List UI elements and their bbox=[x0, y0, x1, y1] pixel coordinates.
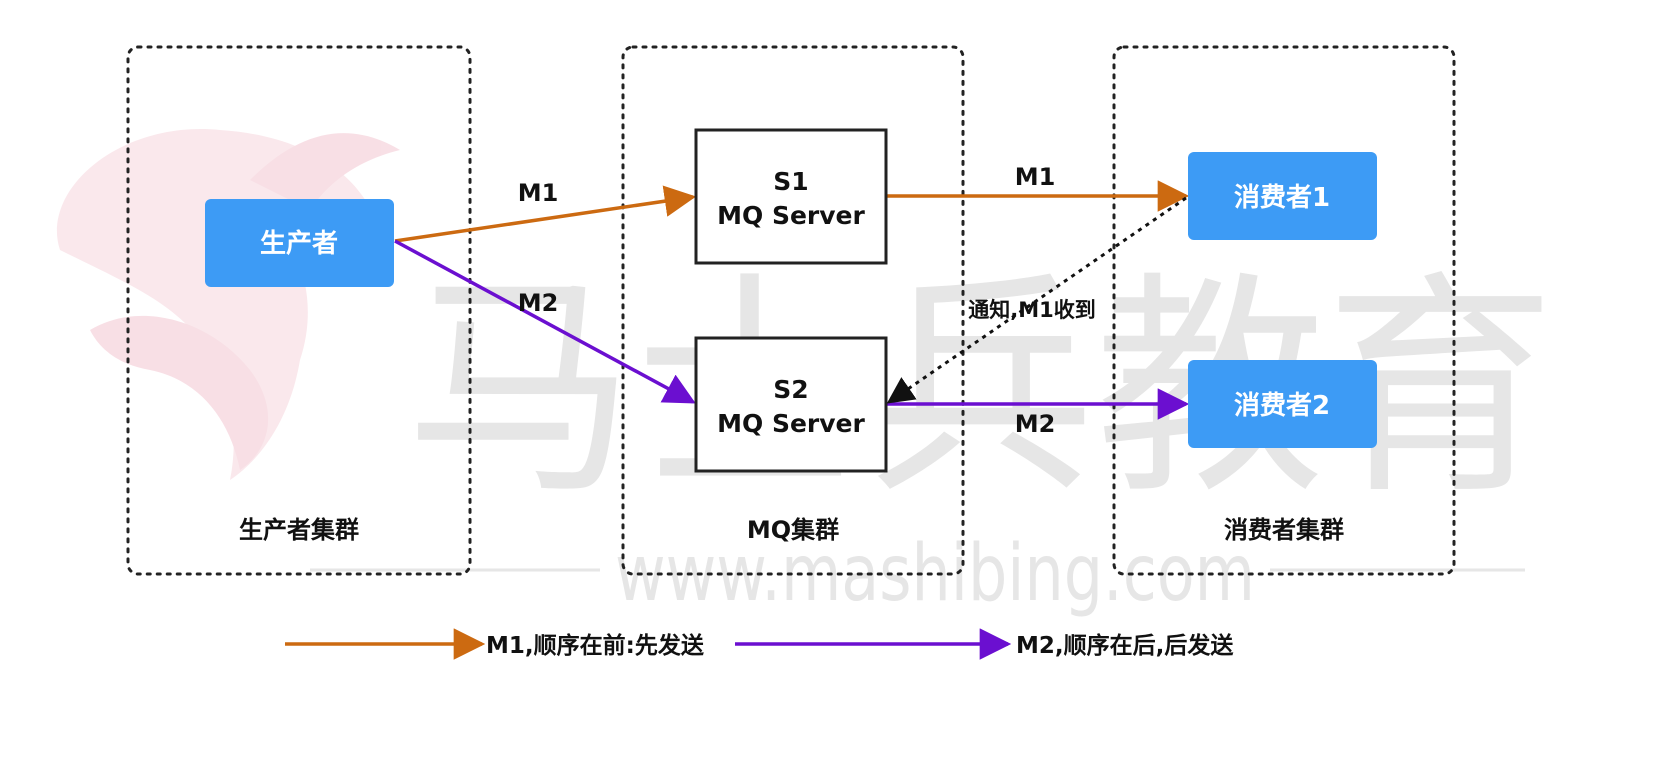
consumer-cluster-container bbox=[1112, 45, 1456, 576]
edge-producer-to-s2 bbox=[394, 239, 696, 404]
edge-label-s1-consumer1: M1 bbox=[1015, 163, 1056, 191]
s2-server-node bbox=[694, 336, 888, 473]
s1-name: S1 bbox=[773, 167, 808, 196]
s1-role: MQ Server bbox=[717, 201, 865, 230]
s1-server-node bbox=[694, 128, 888, 265]
consumer1-node-label: 消费者1 bbox=[1234, 183, 1330, 213]
edge-notify-consumer1-to-s2 bbox=[886, 196, 1187, 404]
producer-cluster-label: 生产者集群 bbox=[239, 516, 359, 544]
producer-node-label: 生产者 bbox=[260, 229, 338, 259]
consumer-cluster-label: 消费者集群 bbox=[1224, 516, 1344, 544]
consumer1-node bbox=[1188, 152, 1377, 240]
legend-m1-label: M1,顺序在前:先发送 bbox=[486, 632, 704, 659]
legend-m2-label: M2,顺序在后,后发送 bbox=[1016, 632, 1233, 659]
consumer2-node bbox=[1188, 360, 1377, 448]
producer-node bbox=[205, 199, 394, 287]
watermark-brand: 马士兵教育 bbox=[405, 253, 1555, 526]
edge-label-producer-s2: M2 bbox=[518, 289, 559, 317]
consumer2-node-label: 消费者2 bbox=[1234, 391, 1330, 421]
s2-name: S2 bbox=[773, 375, 808, 404]
s2-role: MQ Server bbox=[717, 409, 865, 438]
watermark-logo bbox=[56, 129, 400, 480]
edge-producer-to-s1 bbox=[394, 185, 697, 243]
mq-cluster-container bbox=[621, 45, 965, 576]
producer-cluster-container bbox=[126, 45, 472, 576]
edge-label-s2-consumer2: M2 bbox=[1015, 410, 1056, 438]
edge-label-producer-s1: M1 bbox=[518, 179, 559, 207]
edge-label-notify: 通知,M1收到 bbox=[968, 298, 1096, 322]
mq-cluster-label: MQ集群 bbox=[747, 516, 839, 544]
